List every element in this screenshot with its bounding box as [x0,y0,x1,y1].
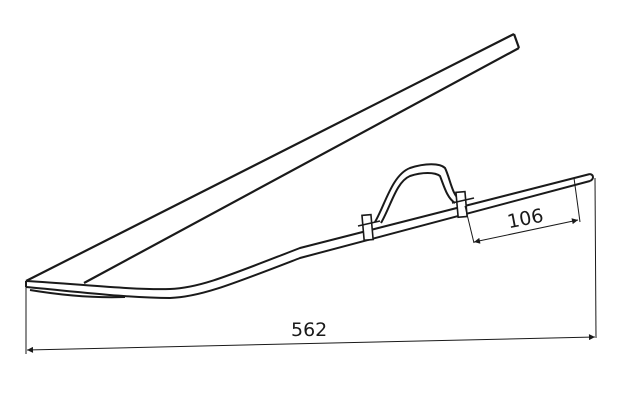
upper-blade [25,33,521,284]
lower-runner [25,173,594,300]
dimension-106 [464,177,581,244]
dimension-label-106: 106 [506,205,546,234]
dimension-562 [25,177,597,354]
dimension-label-562: 562 [291,319,327,341]
handle [374,163,461,224]
clamp-right [451,190,475,219]
clamp-left [357,213,381,242]
